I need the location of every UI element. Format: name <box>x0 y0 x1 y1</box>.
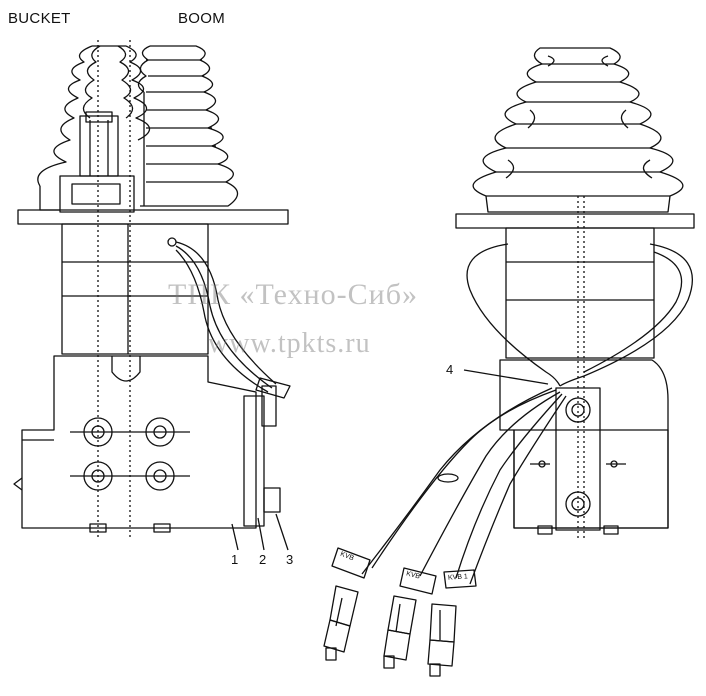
left-valve-assembly <box>13 40 291 551</box>
label-bucket: BUCKET <box>8 10 71 27</box>
watermark-company: ТПК «Техно-Сиб» <box>168 278 418 311</box>
boom-bellows <box>140 45 239 207</box>
connector-tag-1 <box>331 547 371 579</box>
connector-plug-3 <box>427 603 457 677</box>
callout-2: 2 <box>259 552 267 567</box>
right-valve-assembly <box>323 47 695 677</box>
callout-4: 4 <box>446 362 454 377</box>
callout-3: 3 <box>286 552 294 567</box>
connector-tag-3 <box>443 569 477 589</box>
connector-plug-1 <box>323 585 359 661</box>
connector-plug-2 <box>383 595 417 669</box>
connector-tag-3-text: KVB 1 <box>447 573 469 582</box>
lower-block-left <box>21 355 257 529</box>
callout-1: 1 <box>231 552 239 567</box>
label-boom: BOOM <box>178 10 226 27</box>
right-bellows <box>472 47 684 213</box>
mounting-plate-left <box>17 209 289 225</box>
connector-tag-2 <box>399 567 437 595</box>
mounting-plate-right <box>455 213 695 229</box>
upper-body-right <box>505 227 655 359</box>
upper-body-left <box>61 223 209 355</box>
watermark-url: www.tpkts.ru <box>208 328 371 359</box>
wire-harness <box>371 389 557 569</box>
